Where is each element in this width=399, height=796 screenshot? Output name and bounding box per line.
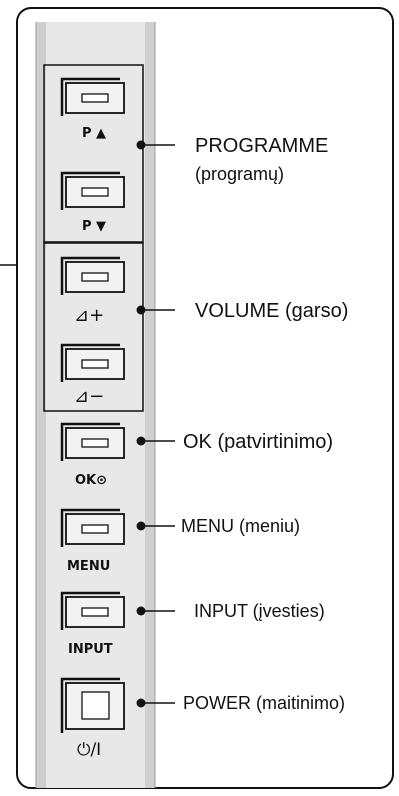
programme-leader: [136, 140, 175, 150]
menu-button[interactable]: [60, 508, 125, 547]
power-label: ⏻/I: [77, 740, 101, 760]
volume-leader: [136, 305, 175, 315]
volume-down-button[interactable]: [60, 343, 125, 382]
ok-leader: [136, 436, 175, 446]
programme-callout: PROGRAMME: [195, 135, 328, 157]
programme-down-label: P ▼: [82, 219, 106, 234]
ok-button[interactable]: [60, 422, 125, 461]
programme-callout-sub: (programų): [195, 164, 284, 184]
power-leader: [136, 698, 175, 708]
menu-leader: [136, 521, 175, 531]
menu-label: MENU: [67, 559, 110, 574]
power-button[interactable]: [60, 677, 125, 733]
volume-down-label: ⊿−: [74, 386, 104, 407]
menu-callout: MENU (meniu): [181, 516, 300, 536]
ok-callout: OK (patvirtinimo): [183, 431, 333, 453]
programme-down-button[interactable]: [60, 171, 125, 210]
programme-up-button[interactable]: [60, 77, 125, 116]
input-callout: INPUT (įvesties): [194, 601, 325, 621]
programme-up-label: P ▲: [82, 126, 106, 141]
input-label: INPUT: [68, 642, 113, 657]
power-callout: POWER (maitinimo): [183, 693, 345, 713]
control-panel-strip: [35, 22, 156, 788]
volume-group-box: [43, 242, 144, 412]
volume-callout: VOLUME (garso): [195, 300, 348, 322]
volume-up-label: ⊿+: [74, 305, 104, 326]
programme-group-box: [43, 64, 144, 243]
input-button[interactable]: [60, 591, 125, 630]
input-leader: [136, 606, 175, 616]
volume-up-button[interactable]: [60, 256, 125, 295]
ok-label: OK⊙: [75, 473, 107, 488]
